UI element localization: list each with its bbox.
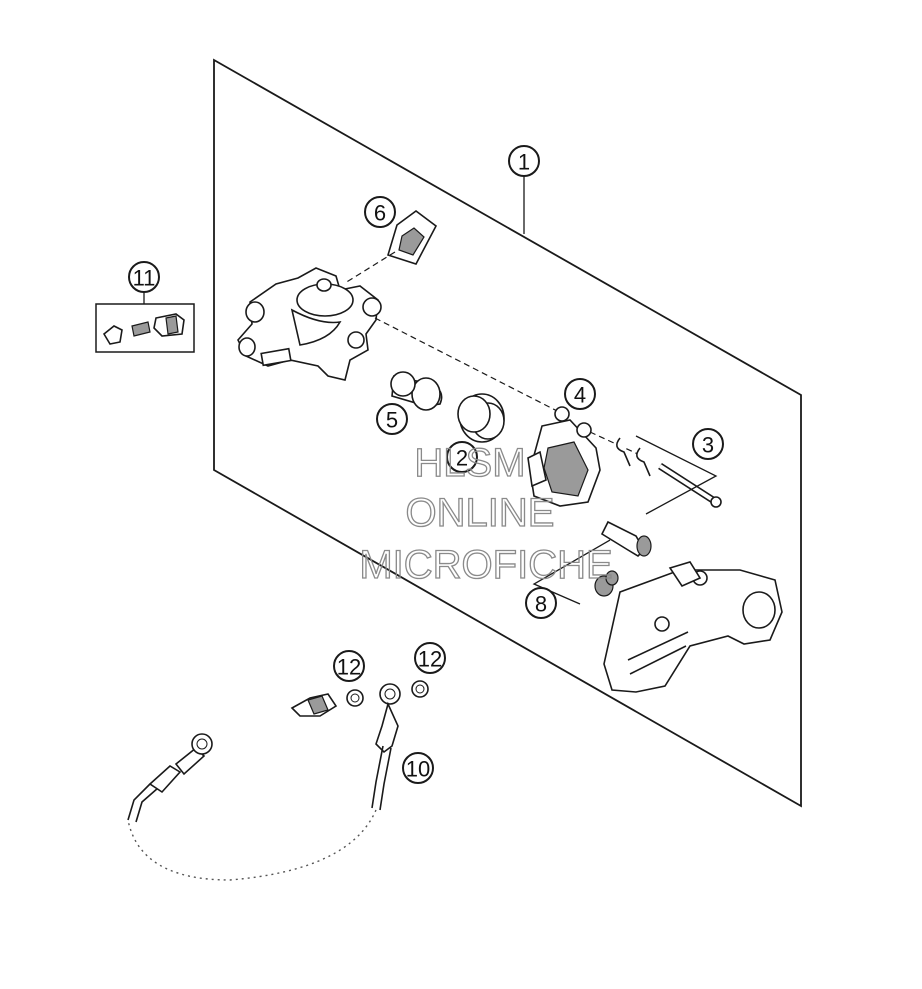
callout-4-label: 4 — [574, 383, 586, 408]
callout-1: 1 — [508, 145, 540, 177]
caliper-housing — [237, 267, 382, 381]
callout-10-label: 10 — [406, 757, 430, 782]
callout-11-label: 11 — [133, 266, 156, 291]
callout-8: 8 — [525, 587, 557, 619]
pad-spring-plate — [344, 210, 438, 284]
banjo-bolt — [290, 693, 338, 717]
callout-2-label: 2 — [456, 446, 468, 471]
callout-12-right-label: 12 — [418, 647, 442, 672]
callout-8-label: 8 — [535, 592, 547, 617]
caliper-bracket — [603, 561, 783, 693]
callout-3: 3 — [692, 428, 724, 460]
seal-kit — [457, 393, 505, 443]
callout-3-label: 3 — [702, 433, 714, 458]
callout-12-left-label: 12 — [337, 655, 361, 680]
callout-5-label: 5 — [386, 408, 398, 433]
piston — [390, 371, 443, 411]
pin-and-clips — [616, 435, 722, 515]
brake-line — [127, 683, 401, 881]
watermark-line-2: ONLINE — [406, 491, 555, 535]
pin-axis — [589, 431, 641, 456]
callout-6: 6 — [364, 196, 396, 228]
bleeder-screw — [102, 313, 185, 345]
guide-pins — [532, 520, 652, 605]
watermark: HLSM ONLINE MICROFICHE — [359, 440, 614, 587]
callout-1-label: 1 — [518, 150, 530, 175]
callout-12-left: 12 — [333, 650, 365, 682]
watermark-line-3: MICROFICHE — [359, 543, 612, 587]
callout-5: 5 — [376, 403, 408, 435]
callout-6-label: 6 — [374, 201, 386, 226]
brake-pads — [527, 406, 601, 507]
watermark-line-1: HLSM — [414, 441, 525, 485]
callout-12-right: 12 — [414, 642, 446, 674]
assembly-axis — [374, 317, 566, 416]
callout-10: 10 — [402, 752, 434, 784]
washer-left-hole — [350, 693, 360, 703]
washer-right-hole — [415, 684, 425, 694]
callout-4: 4 — [564, 378, 596, 410]
callout-2: 2 — [446, 441, 478, 473]
callout-11: 11 — [128, 261, 160, 293]
